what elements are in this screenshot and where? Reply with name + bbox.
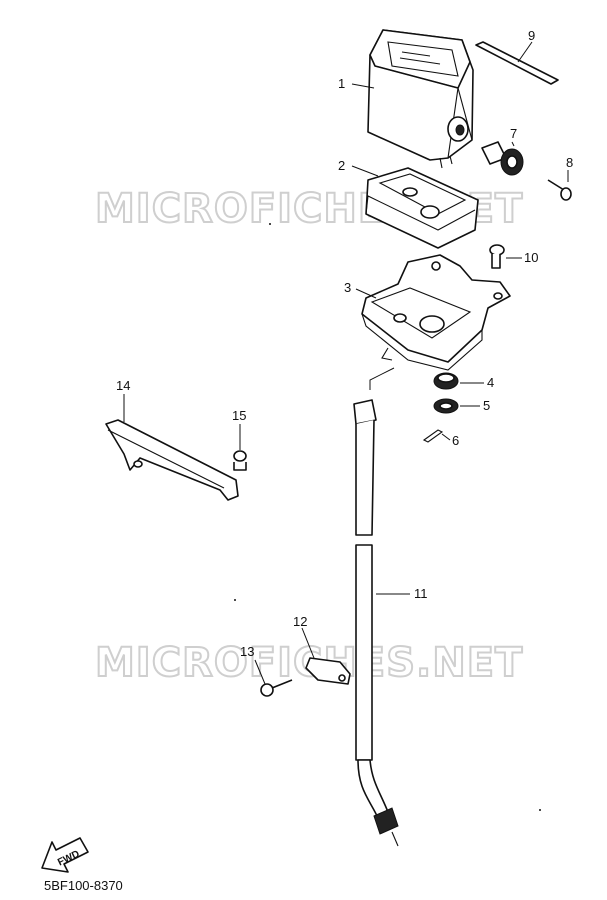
part-1-meter-housing bbox=[367, 29, 474, 169]
leader-1 bbox=[351, 83, 375, 89]
part-4-grommet bbox=[433, 372, 459, 390]
callout-11: 11 bbox=[414, 586, 428, 601]
part-11-cable bbox=[353, 367, 399, 847]
leader-6 bbox=[441, 433, 451, 441]
part-8-screw bbox=[547, 179, 572, 201]
part-13-screw bbox=[260, 679, 293, 697]
callout-15: 15 bbox=[232, 408, 246, 423]
callout-14: 14 bbox=[116, 378, 130, 393]
callout-9: 9 bbox=[528, 28, 535, 43]
part-7-drive-gear bbox=[481, 141, 524, 176]
part-12-cable-guide bbox=[305, 657, 351, 685]
callout-7: 7 bbox=[510, 126, 517, 141]
callouts: 1 2 3 4 5 6 7 8 9 10 11 12 13 14 15 bbox=[116, 28, 573, 685]
leader-2 bbox=[351, 165, 379, 177]
leader-7 bbox=[511, 141, 515, 147]
part-9-strip bbox=[475, 41, 559, 85]
part-14-stay bbox=[105, 419, 239, 501]
callout-12: 12 bbox=[293, 614, 307, 629]
leader-3 bbox=[355, 288, 377, 299]
callout-1: 1 bbox=[338, 76, 345, 91]
callout-8: 8 bbox=[566, 155, 573, 170]
part-6-clip bbox=[422, 429, 444, 443]
part-3-bracket bbox=[361, 254, 511, 371]
leader-12 bbox=[301, 627, 315, 659]
part-15-bolt bbox=[233, 450, 247, 471]
callout-13: 13 bbox=[240, 644, 254, 659]
callout-2: 2 bbox=[338, 158, 345, 173]
callout-5: 5 bbox=[483, 398, 490, 413]
speck bbox=[269, 223, 271, 225]
leader-13 bbox=[254, 659, 266, 685]
callout-3: 3 bbox=[344, 280, 351, 295]
callout-6: 6 bbox=[452, 433, 459, 448]
speck bbox=[234, 599, 236, 601]
callout-10: 10 bbox=[524, 250, 538, 265]
callout-4: 4 bbox=[487, 375, 494, 390]
leader-9 bbox=[517, 41, 533, 63]
speck bbox=[539, 809, 541, 811]
part-2-cushion bbox=[365, 167, 479, 249]
part-5-washer bbox=[433, 398, 459, 414]
diagram-code: 5BF100-8370 bbox=[44, 878, 123, 893]
fwd-arrow: FWD bbox=[41, 837, 89, 873]
part-10-bolt bbox=[489, 244, 505, 269]
watermark-bottom: MICROFICHES.NET bbox=[95, 640, 523, 686]
